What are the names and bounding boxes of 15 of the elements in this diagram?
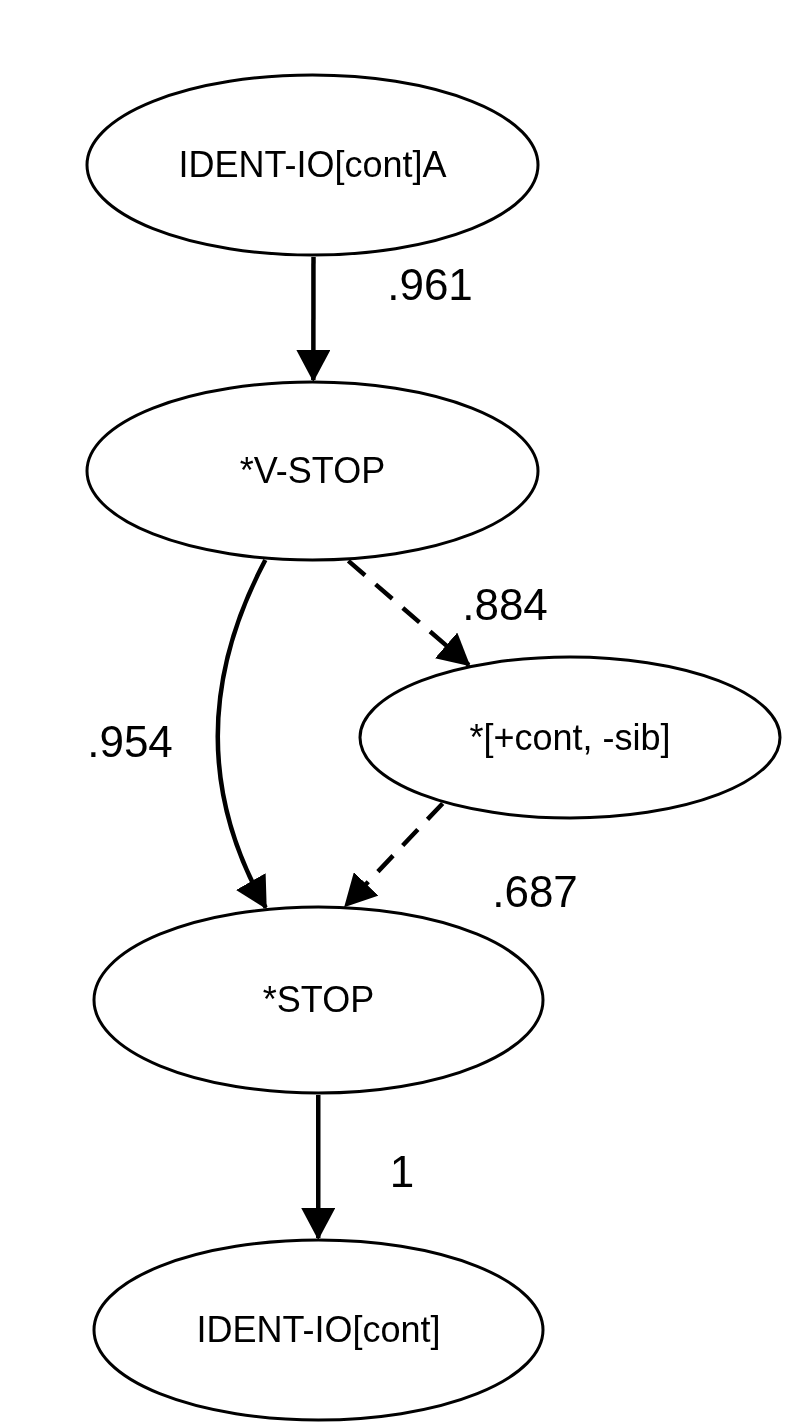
node-label: *[+cont, -sib]	[469, 716, 671, 759]
ellipse-node	[92, 905, 545, 1095]
ellipse-node	[358, 655, 782, 820]
node-label: IDENT-IO[cont]	[196, 1309, 441, 1351]
arrow	[301, 1095, 336, 1240]
ellipse-node	[92, 1238, 545, 1422]
ellipse-node	[85, 380, 540, 562]
node-label: *STOP	[262, 979, 375, 1021]
ellipse-node	[85, 73, 540, 257]
arrow	[343, 801, 445, 908]
arrow	[215, 559, 268, 910]
arrow	[346, 559, 471, 667]
arrow	[296, 257, 331, 382]
node-label: *V-STOP	[239, 450, 386, 492]
node-label: IDENT-IO[cont]A	[178, 144, 447, 186]
